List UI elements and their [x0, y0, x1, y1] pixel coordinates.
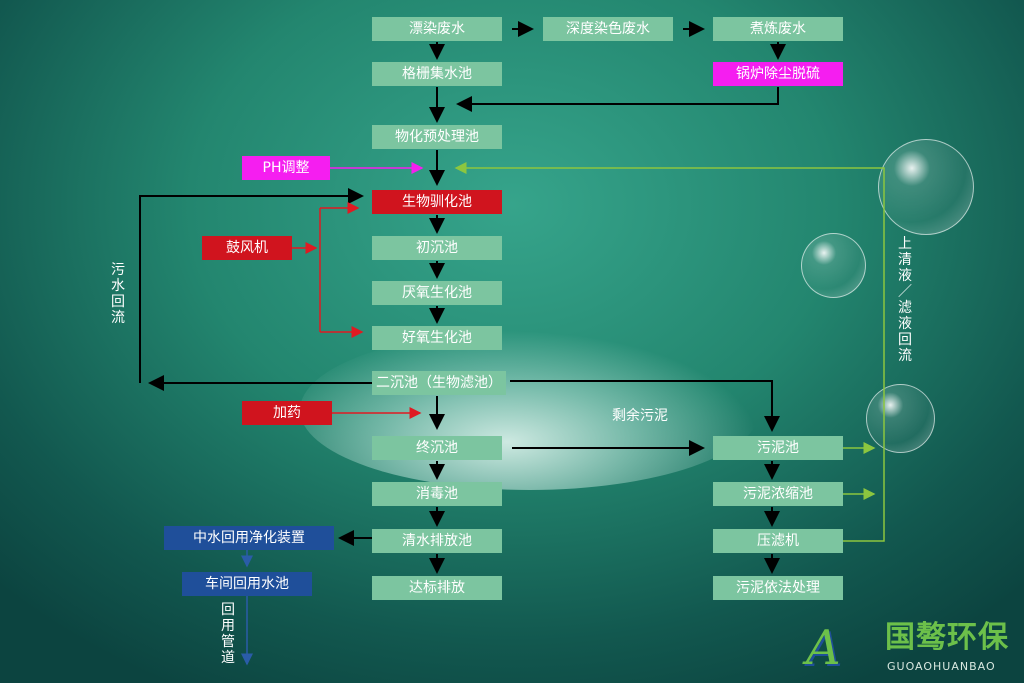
compliant-discharge: 达标排放: [372, 576, 502, 600]
supernatant-return-label: 上清液／滤液回流: [898, 236, 912, 364]
dosing: 加药: [242, 401, 332, 425]
aerobic-tank: 好氧生化池: [372, 326, 502, 350]
water-splash: [300, 330, 760, 490]
ph-adjust: PH调整: [242, 156, 330, 180]
filter-press: 压滤机: [713, 529, 843, 553]
sludge-thickener: 污泥浓缩池: [713, 482, 843, 506]
sludge-tank: 污泥池: [713, 436, 843, 460]
clear-water-tank: 清水排放池: [372, 529, 502, 553]
company-logo-en: GUOAOHUANBAO: [887, 660, 996, 673]
scouring-wastewater: 煮炼废水: [713, 17, 843, 41]
surplus-sludge-label: 剩余污泥: [612, 408, 668, 424]
final-settling-tank: 终沉池: [372, 436, 502, 460]
pretreatment-tank: 物化预处理池: [372, 125, 502, 149]
bleaching-wastewater: 漂染废水: [372, 17, 502, 41]
bio-acclimation-tank: 生物驯化池: [372, 190, 502, 214]
workshop-reuse-tank: 车间回用水池: [182, 572, 312, 596]
bubble: [801, 233, 866, 298]
primary-settling-tank: 初沉池: [372, 236, 502, 260]
sewage-return-label: 污水回流: [111, 262, 125, 326]
bubble: [866, 384, 935, 453]
sludge-disposal: 污泥依法处理: [713, 576, 843, 600]
grid-collection-tank: 格栅集水池: [372, 62, 502, 86]
company-logo-cn: 国骜环保: [885, 620, 1009, 655]
disinfection-tank: 消毒池: [372, 482, 502, 506]
anaerobic-tank: 厌氧生化池: [372, 281, 502, 305]
boiler-desulfurization: 锅炉除尘脱硫: [713, 62, 843, 86]
secondary-settling-tank: 二沉池（生物滤池）: [372, 371, 506, 395]
company-logo-mark: A: [806, 620, 841, 676]
bubble: [878, 139, 974, 235]
blower: 鼓风机: [202, 236, 292, 260]
deep-dye-wastewater: 深度染色废水: [543, 17, 673, 41]
reclaimed-water-unit: 中水回用净化装置: [164, 526, 334, 550]
reuse-pipe-label: 回用管道: [221, 602, 235, 666]
